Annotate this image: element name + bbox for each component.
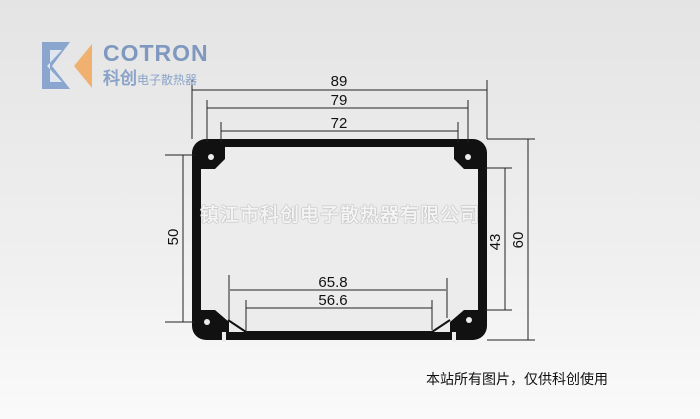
watermark: 镇江市科创电子散热器有限公司	[200, 204, 481, 226]
dim-60: 60	[510, 232, 527, 249]
dim-79: 79	[331, 92, 348, 109]
dim-43: 43	[487, 234, 504, 251]
dim-65-8: 65.8	[318, 274, 347, 291]
dimension-lines	[165, 80, 535, 341]
logo-cn-main: 科创	[103, 69, 137, 89]
dim-89: 89	[331, 73, 348, 90]
logo-text: COTRON	[103, 40, 209, 66]
logo-subtitle: 科创电子散热器	[103, 64, 197, 89]
enclosure-profile	[192, 139, 487, 342]
usage-notice: 本站所有图片，仅供科创使用	[426, 372, 608, 388]
dim-50: 50	[165, 229, 182, 246]
dim-72: 72	[331, 115, 348, 132]
dim-56-6: 56.6	[318, 292, 347, 309]
logo-mark	[42, 42, 92, 89]
logo-cn-sub: 电子散热器	[137, 73, 198, 87]
